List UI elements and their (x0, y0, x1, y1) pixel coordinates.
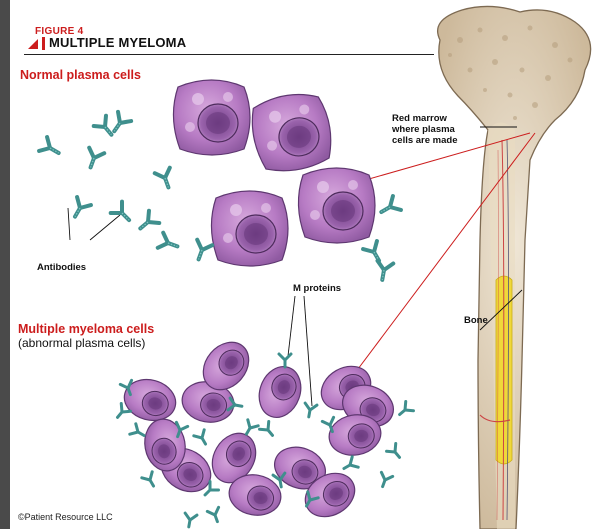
myeloma-cells-heading: Multiple myeloma cells (18, 322, 154, 336)
normal-cells-heading: Normal plasma cells (20, 68, 141, 82)
red-marrow-line-2: where plasma (392, 124, 455, 135)
bone-illustration (438, 6, 591, 529)
normal-plasma-cells (173, 80, 375, 266)
antibodies-label: Antibodies (37, 262, 86, 273)
m-proteins-label: M proteins (293, 283, 341, 294)
diagram-frame: FIGURE 4 MULTIPLE MYELOMA (10, 0, 600, 529)
copyright-text: ©Patient Resource LLC (18, 512, 113, 522)
red-marrow-line-3: cells are made (392, 135, 458, 146)
bone-label: Bone (464, 315, 488, 326)
myeloma-cells-subheading: (abnormal plasma cells) (18, 336, 145, 350)
red-marrow-line-1: Red marrow (392, 113, 447, 124)
